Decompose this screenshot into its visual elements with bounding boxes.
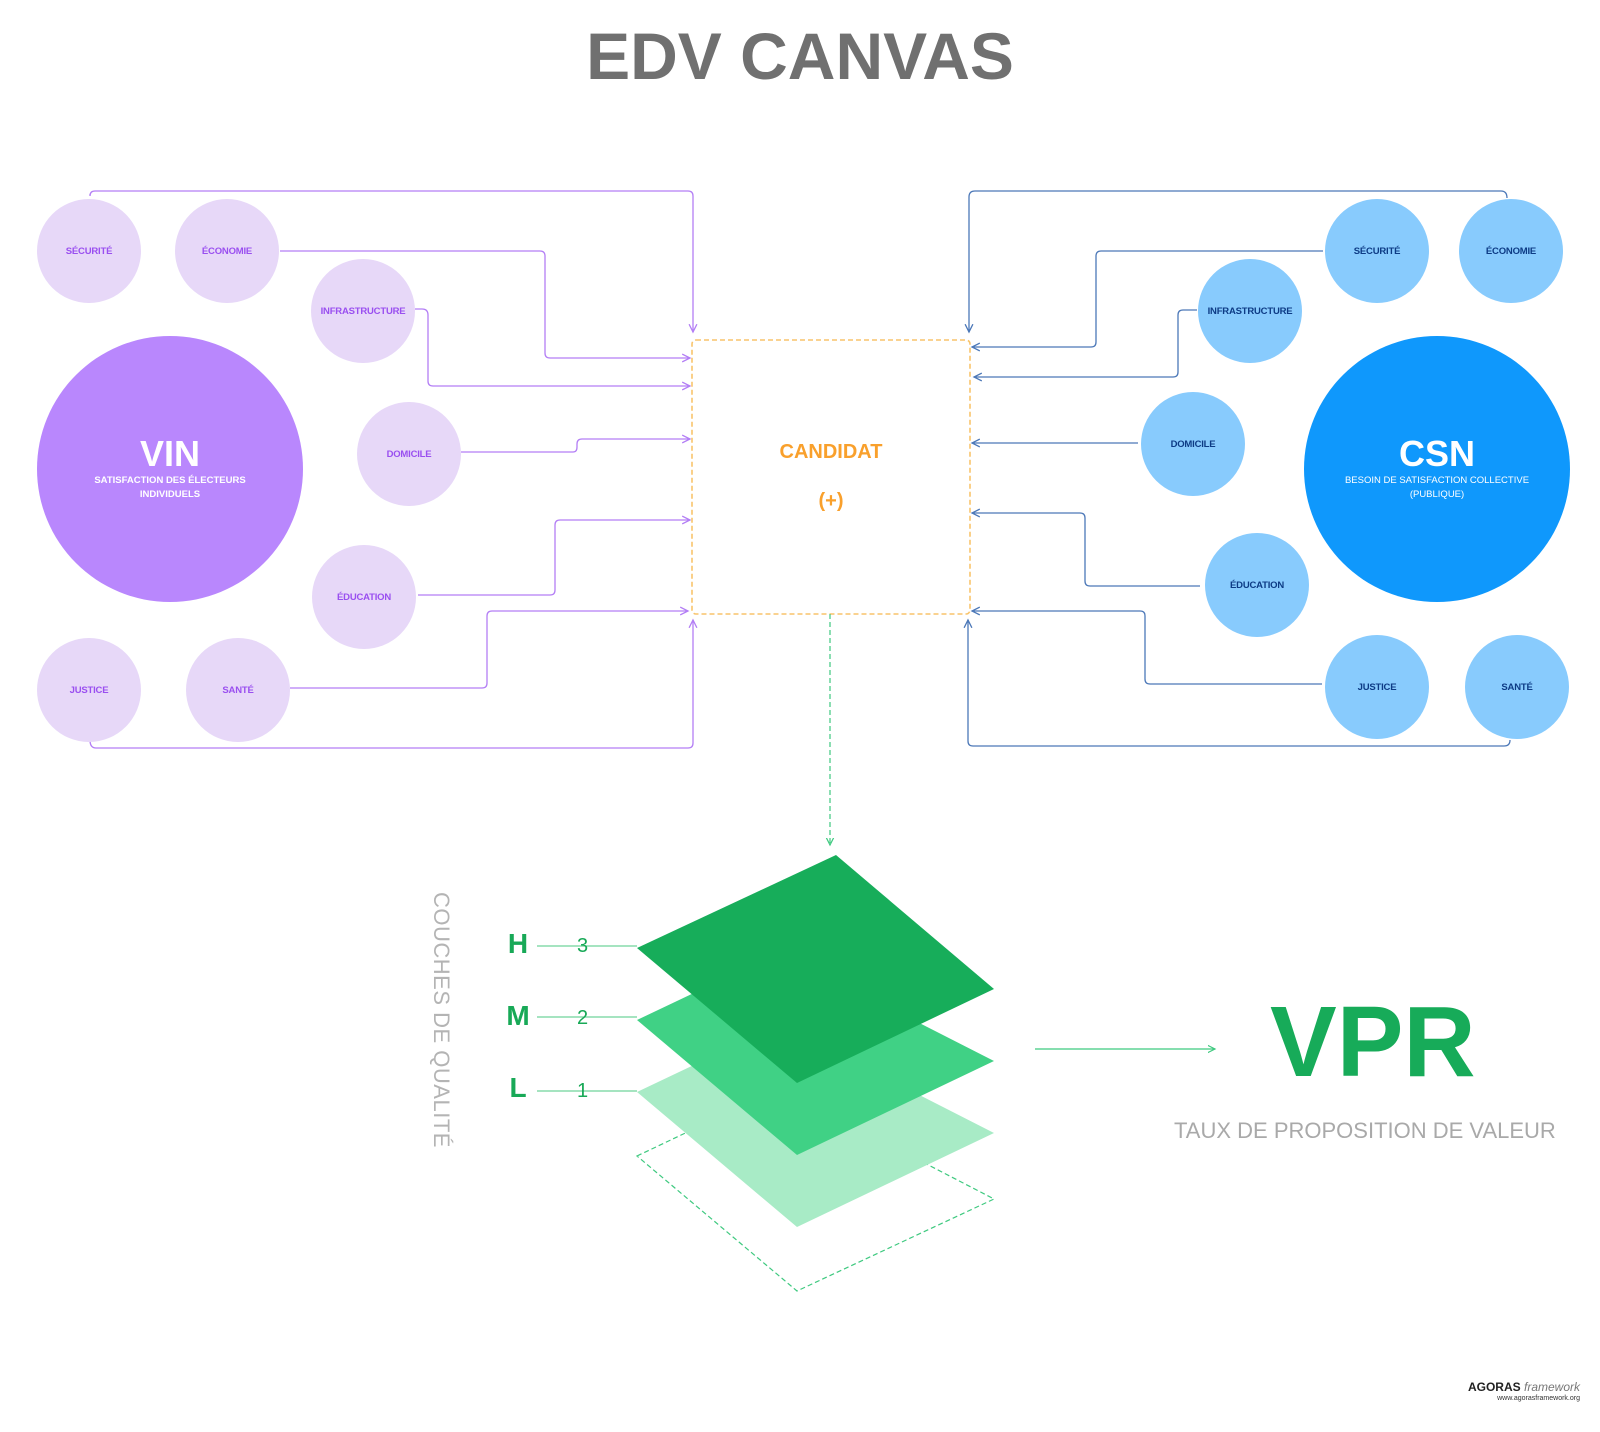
candidate-box[interactable]: CANDIDAT (+) (692, 340, 970, 614)
connector-vin-sante (290, 611, 688, 689)
csn-node-securite[interactable]: SÉCURITÉ (1325, 199, 1429, 303)
node-label: JUSTICE (69, 684, 109, 696)
node-label: ÉCONOMIE (1485, 245, 1537, 257)
level-letter-l: L (509, 1072, 527, 1103)
connector-vin-infrastructure (415, 308, 690, 386)
csn-acronym: CSN (1398, 433, 1475, 474)
vpr-subtitle: TAUX DE PROPOSITION DE VALEUR (1174, 1118, 1556, 1143)
csn-node-domicile[interactable]: DOMICILE (1141, 392, 1245, 496)
csn-node-education[interactable]: ÉDUCATION (1205, 533, 1309, 637)
csn-circle[interactable]: CSN BESOIN DE SATISFACTION COLLECTIVE (P… (1304, 336, 1570, 602)
node-label: DOMICILE (386, 448, 432, 460)
node-label: SÉCURITÉ (1353, 245, 1401, 257)
quality-layers-axis-label: COUCHES DE QUALITÉ (429, 892, 454, 1148)
node-label: ÉCONOMIE (201, 245, 253, 257)
brand-logo[interactable]: AGORAS framework (1468, 1380, 1580, 1394)
node-label: INFRASTRUCTURE (320, 305, 406, 317)
vin-subtitle-line2: INDIVIDUELS (139, 489, 201, 500)
connector-csn-securite (972, 250, 1323, 347)
level-number-3: 3 (577, 935, 589, 957)
connector-csn-justice (972, 611, 1322, 685)
candidate-plus-symbol: (+) (818, 490, 844, 512)
vin-node-securite[interactable]: SÉCURITÉ (37, 199, 141, 303)
vin-node-justice[interactable]: JUSTICE (37, 638, 141, 742)
brand-url[interactable]: www.agorasframework.org (1497, 1395, 1580, 1402)
vin-node-infrastructure[interactable]: INFRASTRUCTURE (311, 259, 415, 363)
connector-vin-justice (89, 620, 693, 749)
connector-vin-securite (89, 190, 693, 332)
node-label: ÉDUCATION (1230, 579, 1284, 591)
page-title: EDV CANVAS (586, 19, 1014, 93)
vin-acronym: VIN (139, 433, 200, 474)
vin-circle[interactable]: VIN SATISFACTION DES ÉLECTEURS INDIVIDUE… (37, 336, 303, 602)
csn-node-infrastructure[interactable]: INFRASTRUCTURE (1198, 259, 1302, 363)
connector-csn-sante (968, 620, 1511, 747)
layer-h (637, 855, 994, 1083)
candidate-box-border (691, 339, 971, 615)
node-label: SANTÉ (222, 684, 254, 696)
node-label: JUSTICE (1357, 681, 1397, 693)
level-letter-h: H (507, 928, 529, 959)
connector-vin-education (418, 520, 690, 596)
node-label: ÉDUCATION (337, 591, 391, 603)
vin-subtitle-line1: SATISFACTION DES ÉLECTEURS (94, 475, 246, 486)
connector-vin-economie (280, 250, 690, 358)
brand-name-light: framework (1523, 1380, 1580, 1394)
node-label: INFRASTRUCTURE (1207, 305, 1293, 317)
vin-node-domicile[interactable]: DOMICILE (357, 402, 461, 506)
level-number-1: 1 (577, 1080, 589, 1102)
node-label: SÉCURITÉ (65, 245, 113, 257)
footer-brand: AGORAS framework www.agorasframework.org (1468, 1380, 1580, 1402)
level-number-2: 2 (577, 1007, 589, 1029)
connector-csn-education (972, 513, 1200, 587)
connector-csn-economie (969, 190, 1508, 332)
csn-node-economie[interactable]: ÉCONOMIE (1459, 199, 1563, 303)
vpr-acronym: VPR (1270, 986, 1476, 1098)
csn-node-justice[interactable]: JUSTICE (1325, 635, 1429, 739)
brand-name-bold: AGORAS (1467, 1380, 1521, 1394)
candidate-label: CANDIDAT (779, 441, 883, 463)
level-letter-m: M (506, 1000, 530, 1031)
csn-node-sante[interactable]: SANTÉ (1465, 635, 1569, 739)
connector-vin-domicile (461, 439, 690, 453)
csn-subtitle-line1: BESOIN DE SATISFACTION COLLECTIVE (1344, 475, 1530, 486)
vin-node-economie[interactable]: ÉCONOMIE (175, 199, 279, 303)
node-label: SANTÉ (1501, 681, 1533, 693)
vin-node-education[interactable]: ÉDUCATION (312, 545, 416, 649)
node-label: DOMICILE (1170, 438, 1216, 450)
csn-subtitle-line2: (PUBLIQUE) (1409, 489, 1465, 500)
connector-csn-infrastructure (974, 309, 1197, 377)
vin-node-sante[interactable]: SANTÉ (186, 638, 290, 742)
